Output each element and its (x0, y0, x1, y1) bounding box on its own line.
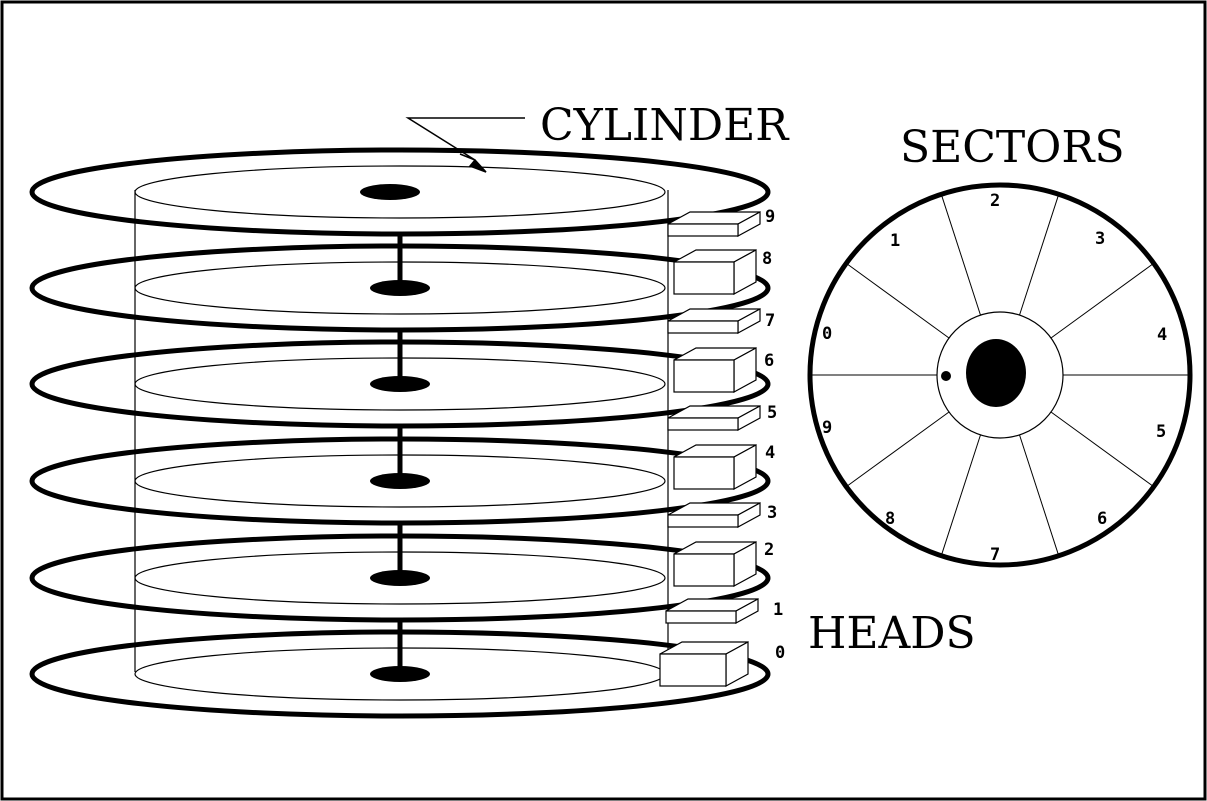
sector-number: 8 (885, 509, 895, 529)
head-number: 3 (767, 503, 777, 523)
cylinder-pointer (405, 117, 525, 173)
sector-number: 6 (1097, 509, 1107, 529)
sectors-label: SECTORS (900, 122, 1125, 173)
head-0 (659, 640, 749, 688)
index-hole (941, 371, 951, 381)
sector-divider (941, 196, 981, 316)
sector-number: 5 (1156, 422, 1166, 442)
platter-4 (29, 533, 771, 623)
sector-divider (847, 264, 950, 339)
sector-number: 9 (822, 418, 832, 438)
sector-divider (1050, 264, 1153, 339)
sector-number: 4 (1157, 325, 1167, 345)
sector-divider (941, 434, 981, 554)
head-number: 6 (764, 351, 774, 371)
platter-1 (29, 243, 771, 333)
spindle-hub (370, 570, 430, 586)
platter-3 (29, 436, 771, 526)
head-number: 4 (765, 443, 775, 463)
spindle-hub (370, 376, 430, 392)
sector-number: 0 (822, 324, 832, 344)
head-number: 7 (765, 311, 775, 331)
head-2 (673, 540, 757, 588)
head-number: 5 (767, 403, 777, 423)
head-number: 2 (764, 540, 774, 560)
spindle-hub (370, 666, 430, 682)
head-6 (673, 346, 757, 394)
sector-divider (1019, 196, 1059, 316)
sector-dividers (812, 196, 1188, 554)
sector-divider (1050, 411, 1153, 486)
head-5 (667, 404, 761, 432)
head-9 (667, 210, 761, 238)
head-4 (673, 443, 757, 491)
sector-divider (1019, 434, 1059, 554)
head-1 (665, 597, 759, 625)
platter-0 (29, 147, 771, 237)
head-7 (667, 307, 761, 335)
head-number: 1 (773, 600, 783, 620)
spindle-hub (370, 473, 430, 489)
sector-number: 2 (990, 191, 1000, 211)
sector-number: 7 (990, 545, 1000, 565)
cylinder-label: CYLINDER (540, 100, 790, 151)
sector-number: 1 (890, 231, 900, 251)
head-8 (673, 248, 757, 296)
head-number: 8 (762, 249, 772, 269)
head-number: 0 (775, 643, 785, 663)
center-hole (966, 339, 1026, 407)
sector-divider (847, 411, 950, 486)
spindle-hub (360, 184, 420, 200)
platter-2 (29, 339, 771, 429)
spindle-hub (370, 280, 430, 296)
head-3 (667, 501, 761, 529)
sector-wheel (807, 182, 1193, 568)
head-number: 9 (765, 207, 775, 227)
heads-label: HEADS (808, 608, 976, 659)
sector-number: 3 (1095, 229, 1105, 249)
